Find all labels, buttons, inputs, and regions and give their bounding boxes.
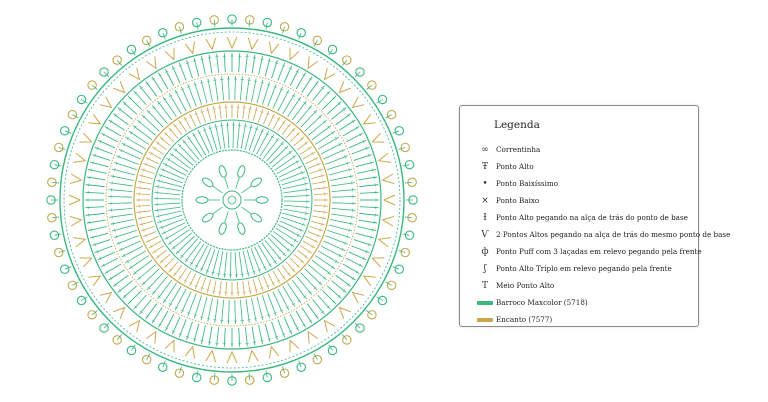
legend-item-label: Barroco Maxcolor (5718)	[496, 298, 588, 307]
slip-stitch-icon: •	[482, 179, 488, 189]
green-spokes-middle	[108, 76, 356, 324]
front-post-treble-icon: ʃ	[483, 264, 487, 274]
legend-item: Ŧ Ponto Alto	[468, 160, 696, 174]
green-ring-a	[82, 50, 382, 350]
outer-ring-2	[63, 31, 401, 369]
legend-item-label: Correntinha	[496, 145, 541, 154]
green-spokes-inner	[154, 122, 310, 278]
legend-item-label: 2 Pontos Altos pegando na alça de trás d…	[496, 230, 731, 239]
gold-spokes	[136, 104, 328, 296]
legend-title: Legenda	[494, 119, 540, 131]
outer-ring-1	[59, 27, 405, 373]
green-ring-c	[181, 149, 283, 251]
legend-item-label: Ponto Alto pegando na alça de trás do po…	[496, 213, 688, 222]
double-crochet-icon: Ŧ	[481, 162, 488, 172]
green-spokes-outer	[85, 53, 379, 347]
gold-ring-b	[133, 101, 331, 299]
legend-item: • Ponto Baixíssimo	[468, 177, 696, 191]
green-ring-b	[151, 119, 313, 281]
legend-item-label: Meio Ponto Alto	[496, 281, 555, 290]
legend-item: × Ponto Baixo	[468, 194, 696, 208]
back-loop-double-crochet-icon: Ɨ	[483, 213, 487, 223]
legend-item: ∞ Correntinha	[468, 143, 696, 157]
legend-item: Ɨ Ponto Alto pegando na alça de trás do p…	[468, 211, 696, 225]
legend-item-label: Ponto Alto	[496, 162, 534, 171]
legend-item: ʃ Ponto Alto Triplo em relevo pegando pel…	[468, 262, 696, 276]
gold-ring-a	[105, 73, 359, 327]
legend-item-label: Encanto (7577)	[496, 315, 553, 324]
half-double-crochet-icon: T	[481, 281, 488, 291]
chain-stitch-icon: ∞	[481, 145, 489, 155]
crochet-doily-diagram	[46, 14, 418, 386]
legend-item: T Meio Ponto Alto	[468, 279, 696, 293]
green-yarn-swatch-icon	[474, 296, 496, 310]
legend-item: Encanto (7577)	[468, 313, 696, 327]
gold-yarn-swatch-icon	[474, 313, 496, 327]
legend-item-label: Ponto Alto Triplo em relevo pegando pela…	[496, 264, 672, 273]
single-crochet-icon: ×	[481, 196, 489, 206]
outer-shell-edge	[46, 14, 418, 386]
two-double-crochet-same-stitch-icon: Ѵ	[481, 230, 489, 240]
legend-item: ф Ponto Puff com 3 laçadas em relevo pega…	[468, 245, 701, 259]
color-swatch	[477, 301, 493, 305]
color-swatch	[477, 318, 493, 322]
center-flower-motif	[195, 165, 269, 235]
gold-v-stitch-ring	[68, 36, 396, 364]
legend-item: Barroco Maxcolor (5718)	[468, 296, 696, 310]
legend-item-label: Ponto Puff com 3 laçadas em relevo pegan…	[496, 247, 702, 256]
legend-item: Ѵ 2 Pontos Altos pegando na alça de trás …	[468, 228, 730, 242]
puff-stitch-icon: ф	[481, 247, 489, 257]
legend-item-label: Ponto Baixo	[496, 196, 540, 205]
legend-item-label: Ponto Baixíssimo	[496, 179, 559, 188]
